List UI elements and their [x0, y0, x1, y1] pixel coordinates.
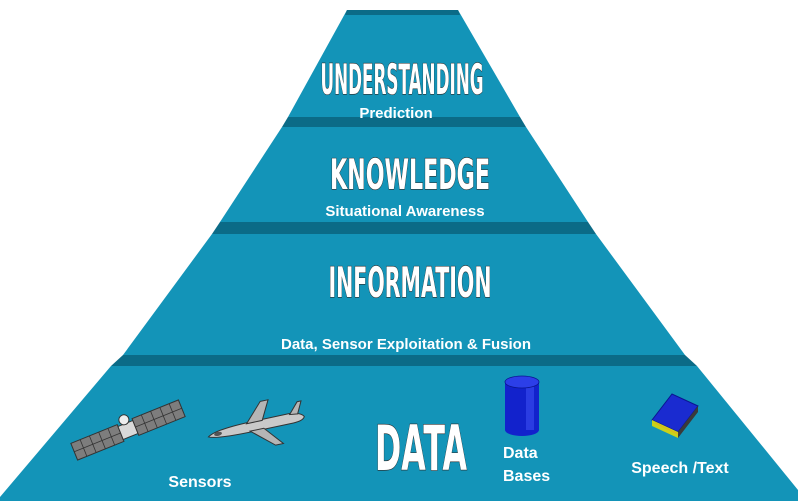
database-label-line1: Data — [503, 445, 538, 462]
tier-information-title: INFORMATION — [329, 258, 492, 307]
database-icon — [504, 375, 540, 436]
tier-information-subtitle: Data, Sensor Exploitation & Fusion — [281, 336, 531, 353]
database-label-line2: Bases — [503, 468, 550, 485]
speech-text-label: Speech /Text — [631, 460, 729, 477]
tier-data: DATA — [0, 366, 798, 501]
tier-knowledge-ledge — [212, 222, 596, 234]
tier-information: INFORMATION Data, Sensor Exploitation & … — [111, 234, 697, 366]
tier-understanding-shape — [288, 10, 520, 117]
tier-data-shape — [0, 366, 798, 501]
tier-knowledge-title: KNOWLEDGE — [330, 150, 490, 199]
tier-understanding: UNDERSTANDING Prediction — [282, 10, 526, 127]
tier-knowledge-subtitle: Situational Awareness — [325, 203, 484, 220]
tier-understanding-title: UNDERSTANDING — [321, 55, 484, 104]
aircraft-icon — [207, 399, 305, 446]
book-icon — [651, 393, 699, 438]
tier-understanding-ledge — [282, 117, 526, 127]
tier-data-title: DATA — [375, 412, 467, 485]
sensors-label: Sensors — [168, 474, 231, 491]
tier-understanding-subtitle: Prediction — [359, 105, 432, 122]
tier-understanding-shadow — [345, 10, 460, 15]
tier-knowledge: KNOWLEDGE Situational Awareness — [212, 127, 596, 234]
tier-information-ledge — [111, 355, 697, 366]
satellite-icon — [70, 399, 186, 461]
tier-information-shape — [123, 234, 685, 355]
tier-knowledge-shape — [220, 127, 588, 222]
